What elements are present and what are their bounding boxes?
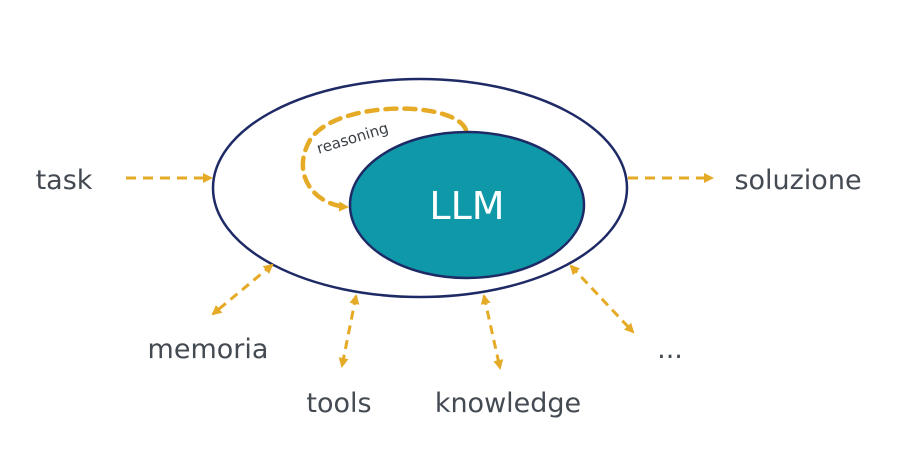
memory-label: memoria bbox=[148, 334, 269, 365]
llm-label: LLM bbox=[429, 184, 504, 228]
tools-label: tools bbox=[306, 388, 371, 419]
knowledge-label: knowledge bbox=[435, 388, 581, 419]
llm-core-ellipse bbox=[348, 130, 586, 280]
tools-link-arrow bbox=[338, 294, 360, 368]
knowledge-link-arrow bbox=[480, 294, 504, 370]
more-link-arrow bbox=[569, 264, 635, 334]
reasoning-loop-arrow bbox=[300, 106, 469, 212]
memory-link-arrow bbox=[211, 263, 274, 316]
more-label: ... bbox=[657, 334, 683, 365]
task-label: task bbox=[36, 165, 93, 196]
solution-label: soluzione bbox=[734, 165, 861, 196]
